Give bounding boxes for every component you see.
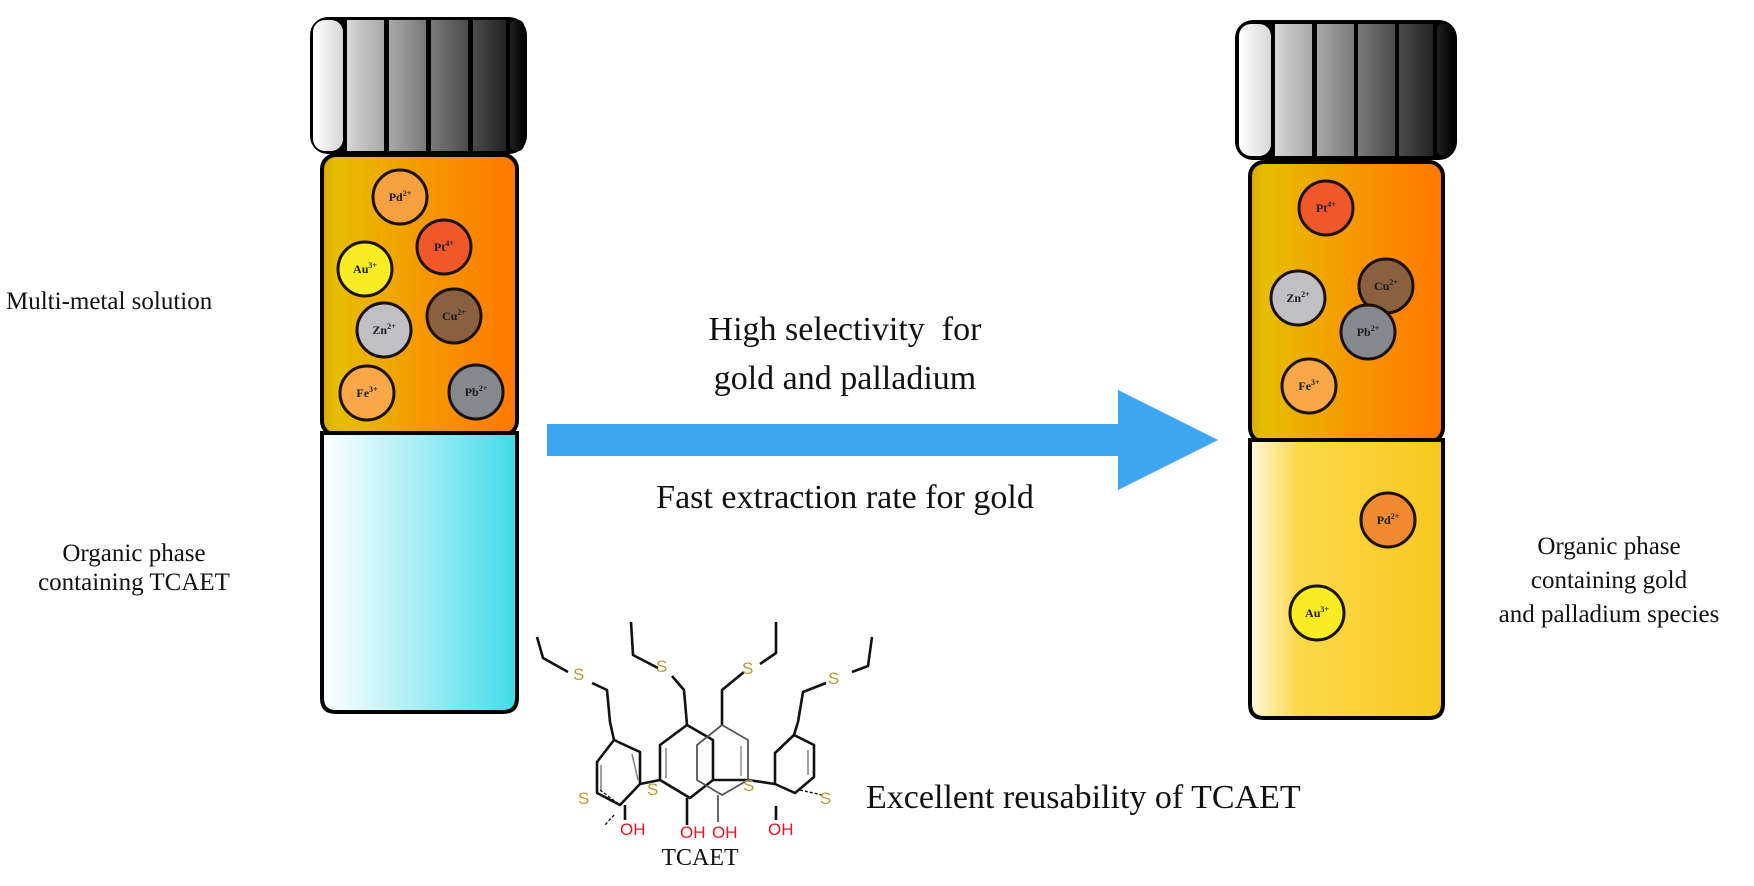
ion-label: Zn2+ [1286, 290, 1310, 305]
ion-label: Fe3+ [1298, 378, 1320, 393]
atom-hydroxyl: OH [620, 820, 646, 839]
selectivity-label: High selectivity for gold and palladium [620, 305, 1070, 404]
vial-cap [310, 17, 527, 154]
multi-metal-label: Multi-metal solution [6, 288, 213, 315]
atom-sulfur: S [656, 657, 667, 676]
ion-label: Pb2+ [465, 384, 488, 399]
atom-sulfur: S [828, 669, 839, 688]
ion-fe: Fe3+ [338, 364, 396, 422]
atom-hydroxyl: OH [680, 823, 706, 842]
extraction-rate-label: Fast extraction rate for gold [656, 479, 1034, 516]
organic-phase [1248, 438, 1445, 720]
tcaet-atoms: S S S S S S S S OH OH OH OH [573, 657, 839, 842]
ion-cu: Cu2+ [425, 287, 483, 345]
ion-circle [1339, 303, 1397, 361]
ion-label: Fe3+ [356, 385, 378, 400]
label-line: Organic phase [62, 540, 206, 567]
ion-circle [1280, 357, 1338, 415]
ion-circle [425, 287, 483, 345]
ion-circle [338, 364, 396, 422]
reusability-label: Excellent reusability of TCAET [866, 779, 1301, 816]
ion-zn: Zn2+ [1269, 269, 1327, 327]
label-line: containing gold [1530, 566, 1688, 594]
ion-circle [1269, 269, 1327, 327]
atom-hydroxyl: OH [712, 823, 738, 842]
ion-circle [1359, 491, 1417, 549]
ion-circle [371, 168, 429, 226]
ion-label: Pd2+ [389, 189, 412, 204]
ion-label: Cu2+ [1374, 278, 1398, 293]
ion-label: Au3+ [1305, 605, 1329, 620]
ion-circle [415, 218, 473, 276]
ion-pd: Pd2+ [1359, 491, 1417, 549]
ion-au: Au3+ [336, 240, 394, 298]
ion-label: Pb2+ [1357, 324, 1380, 339]
organic-phase-right-label: Organic phase containing gold and pallad… [1468, 530, 1750, 631]
atom-sulfur: S [647, 780, 658, 799]
vial-left: Pd2+ Au3+ Pt4+ Zn2+ Cu2+ Fe3+ Pb2+ [310, 17, 527, 714]
ion-au: Au3+ [1288, 584, 1346, 642]
ion-pt: Pt4+ [1297, 179, 1355, 237]
ion-label: Cu2+ [442, 308, 466, 323]
vial-right: Pt4+ Cu2+ Zn2+ Pb2+ Fe3+ Pd2+ Au3+ [1235, 20, 1457, 720]
vial-cap [1235, 20, 1457, 160]
molecule-name-label: TCAET [661, 845, 739, 871]
label-line: and palladium species [1498, 600, 1720, 628]
tcaet-structure [535, 621, 874, 826]
atom-sulfur: S [743, 776, 754, 795]
organic-phase-left-label: Organic phase containing TCAET [10, 540, 258, 598]
ion-pb: Pb2+ [447, 363, 505, 421]
ion-pd: Pd2+ [371, 168, 429, 226]
ion-pb: Pb2+ [1339, 303, 1397, 361]
ion-label: Au3+ [353, 261, 377, 276]
label-line: High selectivity for [708, 311, 982, 348]
atom-sulfur: S [742, 659, 753, 678]
ion-label: Pt4+ [1316, 200, 1336, 215]
ion-fe: Fe3+ [1280, 357, 1338, 415]
ion-circle [355, 301, 413, 359]
ion-circle [1288, 584, 1346, 642]
atom-sulfur: S [573, 665, 584, 684]
atom-sulfur: S [820, 789, 831, 808]
label-line: Organic phase [1537, 533, 1681, 560]
ion-label: Pt4+ [434, 239, 454, 254]
label-line: gold and palladium [713, 360, 977, 398]
ion-label: Pd2+ [1377, 512, 1400, 527]
label-line: containing TCAET [38, 568, 230, 596]
ion-circle [447, 363, 505, 421]
ion-label: Zn2+ [372, 322, 396, 337]
atom-sulfur: S [578, 789, 589, 808]
ion-circle [336, 240, 394, 298]
ion-circle [1297, 179, 1355, 237]
atom-hydroxyl: OH [768, 820, 794, 839]
organic-phase [320, 431, 519, 714]
process-arrow [547, 390, 1218, 490]
ion-zn: Zn2+ [355, 301, 413, 359]
ion-pt: Pt4+ [415, 218, 473, 276]
